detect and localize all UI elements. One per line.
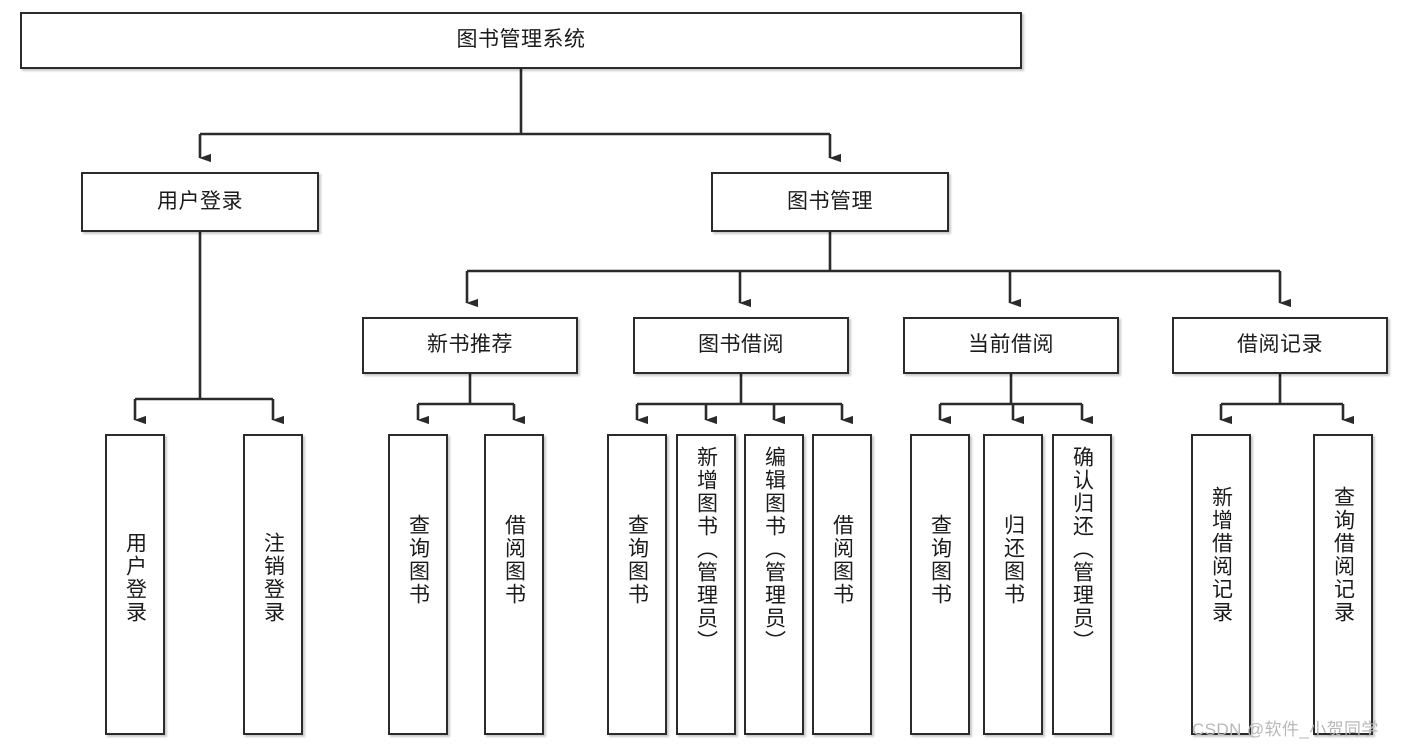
node-leaf-borrow-book[interactable]: 借阅图书 (812, 434, 872, 735)
node-leaf-add-book-admin[interactable]: 新增图书（管理员） (676, 434, 736, 735)
edges-borrowrecord-to-leaves (1219, 374, 1355, 425)
node-leaf-user-login-label: 用户登录 (123, 532, 147, 624)
node-current-borrow-label: 当前借阅 (968, 333, 1054, 357)
edges-bookmanage-to-level3 (465, 232, 1292, 308)
node-leaf-add-book-admin-label: 新增图书（管理员） (694, 446, 718, 653)
csdn-watermark: CSDN @软件_小贺同学 (1192, 720, 1379, 739)
node-user-login-label: 用户登录 (157, 189, 243, 213)
node-book-borrow-label: 图书借阅 (698, 333, 784, 357)
node-leaf-query-borrow-record-label: 查询借阅记录 (1331, 486, 1355, 624)
edges-currentborrow-to-leaves (938, 374, 1094, 425)
node-leaf-query-book-current[interactable]: 查询图书 (910, 434, 970, 735)
node-book-manage[interactable]: 图书管理 (711, 172, 949, 232)
node-user-login[interactable]: 用户登录 (81, 172, 319, 232)
node-leaf-query-borrow-record[interactable]: 查询借阅记录 (1313, 434, 1373, 735)
node-root[interactable]: 图书管理系统 (20, 12, 1022, 69)
node-leaf-query-book-borrow[interactable]: 查询图书 (607, 434, 667, 735)
node-new-book-recommend[interactable]: 新书推荐 (362, 317, 578, 374)
node-leaf-logout-label: 注销登录 (261, 532, 285, 624)
edges-newbook-to-leaves (416, 374, 526, 425)
node-leaf-edit-book-admin[interactable]: 编辑图书（管理员） (744, 434, 804, 735)
node-borrow-record-label: 借阅记录 (1237, 333, 1323, 357)
node-book-manage-label: 图书管理 (787, 189, 873, 213)
node-leaf-query-book-borrow-label: 查询图书 (625, 514, 649, 606)
node-root-label: 图书管理系统 (456, 28, 586, 52)
node-current-borrow[interactable]: 当前借阅 (903, 317, 1119, 374)
node-leaf-return-book[interactable]: 归还图书 (983, 434, 1043, 735)
node-leaf-logout[interactable]: 注销登录 (243, 434, 303, 735)
node-leaf-query-book-rec[interactable]: 查询图书 (388, 434, 448, 735)
edges-root-to-level2 (198, 69, 842, 163)
node-leaf-borrow-book-rec[interactable]: 借阅图书 (484, 434, 544, 735)
node-leaf-borrow-book-rec-label: 借阅图书 (502, 514, 526, 606)
node-new-book-recommend-label: 新书推荐 (427, 333, 513, 357)
node-leaf-borrow-book-label: 借阅图书 (830, 514, 854, 606)
node-leaf-query-book-current-label: 查询图书 (928, 514, 952, 606)
node-borrow-record[interactable]: 借阅记录 (1172, 317, 1388, 374)
edges-bookborrow-to-leaves (635, 374, 854, 425)
node-leaf-edit-book-admin-label: 编辑图书（管理员） (762, 446, 786, 653)
node-leaf-user-login[interactable]: 用户登录 (105, 434, 165, 735)
node-leaf-return-book-label: 归还图书 (1001, 514, 1025, 606)
node-leaf-confirm-return-admin[interactable]: 确认归还（管理员） (1052, 434, 1112, 735)
node-leaf-confirm-return-admin-label: 确认归还（管理员） (1070, 446, 1094, 653)
node-leaf-add-borrow-record[interactable]: 新增借阅记录 (1191, 434, 1251, 735)
edges-userlogin-to-leaves (133, 232, 285, 425)
node-leaf-add-borrow-record-label: 新增借阅记录 (1209, 486, 1233, 624)
node-leaf-query-book-rec-label: 查询图书 (406, 514, 430, 606)
node-book-borrow[interactable]: 图书借阅 (633, 317, 849, 374)
